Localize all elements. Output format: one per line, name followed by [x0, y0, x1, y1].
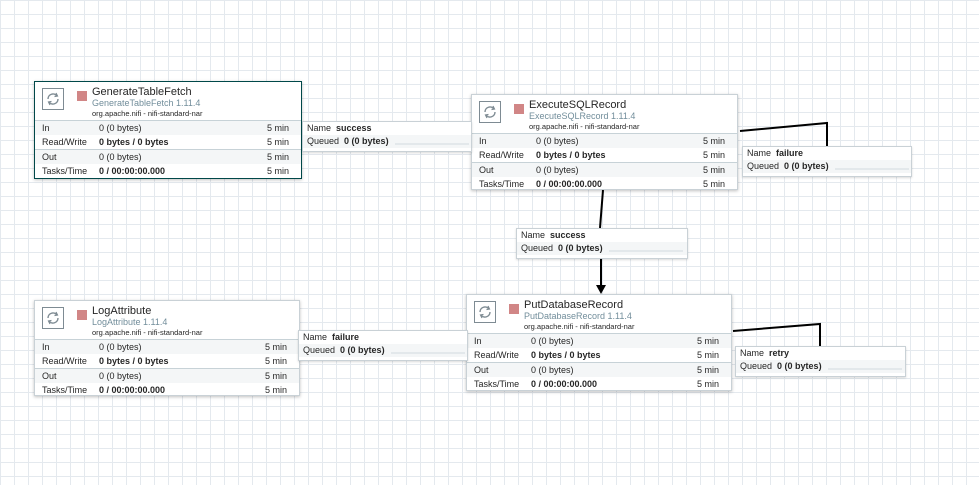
queue-progress-bar: [391, 352, 465, 354]
connection-label-execute-failure[interactable]: Name failure Queued 0 (0 bytes): [742, 146, 912, 177]
processor-bundle: org.apache.nifi - nifi-standard-nar: [524, 322, 635, 331]
edge-execute-to-put-upper[interactable]: [599, 189, 604, 229]
connection-label-put-retry[interactable]: Name retry Queued 0 (0 bytes): [735, 346, 906, 377]
processor-type: PutDatabaseRecord 1.11.4: [524, 311, 632, 321]
queue-progress-bar: [609, 250, 683, 252]
processor-name: GenerateTableFetch: [92, 86, 192, 98]
connection-label-generate-success[interactable]: Name success Queued 0 (0 bytes): [302, 121, 472, 152]
connection-label-execute-success[interactable]: Name success Queued 0 (0 bytes): [516, 228, 688, 259]
edge-execute-failure-loop[interactable]: [739, 121, 828, 146]
queue-progress-bar: [828, 368, 902, 370]
stopped-status-icon: [77, 91, 87, 101]
stopped-status-icon: [77, 310, 87, 320]
processor-name: LogAttribute: [92, 305, 152, 317]
stopped-status-icon: [514, 104, 524, 114]
edge-put-retry-loop[interactable]: [732, 322, 821, 346]
processor-log-attribute[interactable]: LogAttribute LogAttribute 1.11.4 org.apa…: [34, 300, 300, 396]
stopped-status-icon: [509, 304, 519, 314]
processor-icon: [474, 301, 496, 323]
processor-bundle: org.apache.nifi - nifi-standard-nar: [92, 109, 203, 118]
arrowhead-execute-to-put: [596, 285, 606, 294]
processor-type: ExecuteSQLRecord 1.11.4: [529, 111, 636, 121]
processor-type: LogAttribute 1.11.4: [92, 317, 168, 327]
processor-name: ExecuteSQLRecord: [529, 99, 627, 111]
processor-execute-sql-record[interactable]: ExecuteSQLRecord ExecuteSQLRecord 1.11.4…: [471, 94, 738, 190]
connection-label-put-failure[interactable]: Name failure Queued 0 (0 bytes): [298, 330, 468, 361]
queue-progress-bar: [395, 143, 469, 145]
processor-icon: [42, 307, 64, 329]
processor-name: PutDatabaseRecord: [524, 299, 624, 311]
processor-put-database-record[interactable]: PutDatabaseRecord PutDatabaseRecord 1.11…: [466, 294, 732, 391]
processor-type: GenerateTableFetch 1.11.4: [92, 98, 201, 108]
processor-icon: [479, 101, 501, 123]
processor-bundle: org.apache.nifi - nifi-standard-nar: [92, 328, 203, 337]
processor-generate-table-fetch[interactable]: GenerateTableFetch GenerateTableFetch 1.…: [34, 81, 302, 179]
queue-progress-bar: [835, 168, 909, 170]
processor-bundle: org.apache.nifi - nifi-standard-nar: [529, 122, 640, 131]
processor-icon: [42, 88, 64, 110]
